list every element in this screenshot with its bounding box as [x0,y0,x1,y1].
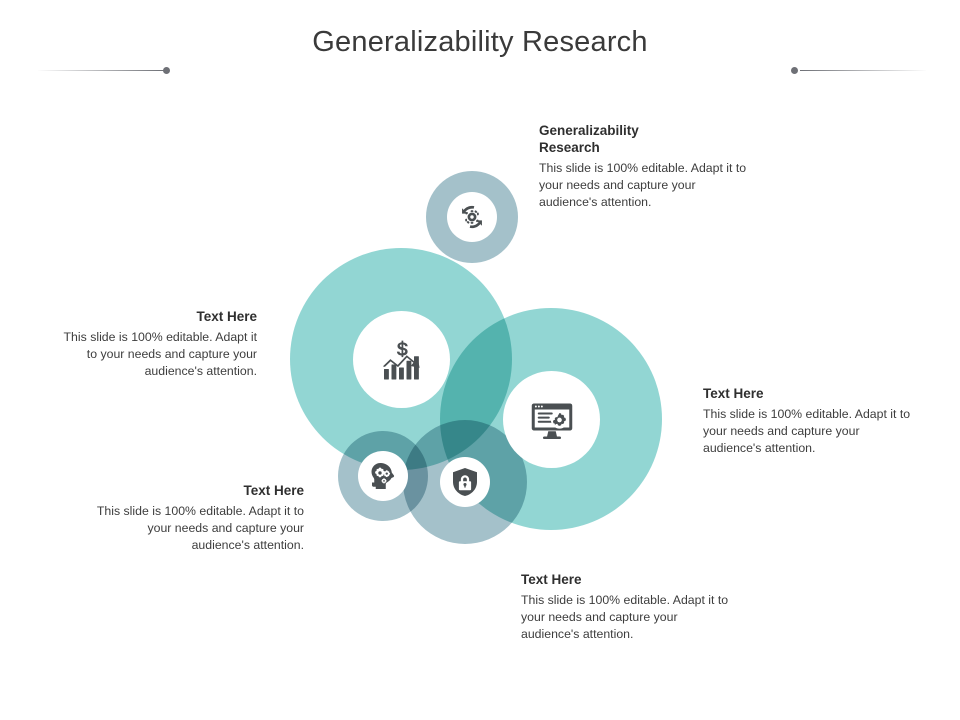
text-block-left-heading: Text Here [196,309,257,324]
title-dot-left [163,67,170,74]
heading-line-2: Research [539,140,600,155]
text-block-bottom-heading: Text Here [521,572,582,587]
head-gears-icon-hub[interactable] [358,451,408,501]
text-block-bottom-left-heading: Text Here [243,483,304,498]
shield-lock-icon [449,466,481,498]
text-block-left: Text Here This slide is 100% editable. A… [55,308,257,380]
heading-line-1: Generalizability [539,123,639,138]
page-title: Generalizability Research [312,26,648,58]
text-block-bottom-body: This slide is 100% editable. Adapt it to… [521,593,729,641]
text-block-bottom-left: Text Here This slide is 100% editable. A… [96,482,304,554]
monitor-settings-icon [528,396,576,444]
text-block-left-body: This slide is 100% editable. Adapt it to… [63,330,257,378]
text-block-right: Text Here This slide is 100% editable. A… [703,385,911,457]
text-block-right-heading: Text Here [703,386,764,401]
text-block-top-right: Generalizability Research This slide is … [539,122,751,211]
cycle-gear-icon-hub[interactable] [447,192,497,242]
chart-growth-dollar-icon [378,336,426,384]
head-gears-icon [367,460,399,492]
title-dot-right [791,67,798,74]
text-block-top-right-body: This slide is 100% editable. Adapt it to… [539,161,747,209]
text-block-bottom-left-body: This slide is 100% editable. Adapt it to… [96,504,304,552]
shield-lock-icon-hub[interactable] [440,457,490,507]
title-rule-right [800,70,926,71]
monitor-settings-icon-hub[interactable] [503,371,600,468]
cycle-gear-icon [457,202,487,232]
chart-growth-dollar-icon-hub[interactable] [353,311,450,408]
text-block-bottom: Text Here This slide is 100% editable. A… [521,571,729,643]
title-rule-left [38,70,164,71]
text-block-top-right-heading: Generalizability Research [539,122,751,156]
text-block-right-body: This slide is 100% editable. Adapt it to… [703,407,911,455]
